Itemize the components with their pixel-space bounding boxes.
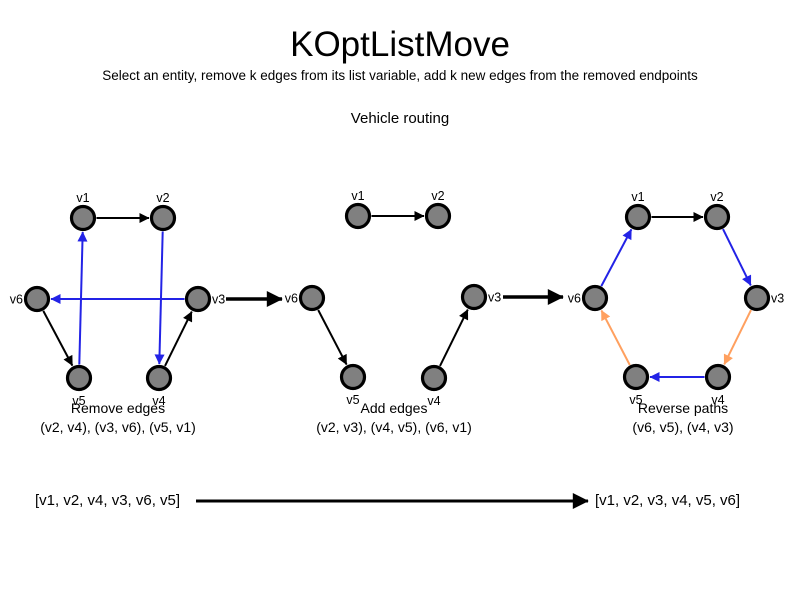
edge-add-edges-v6-v5 xyxy=(317,309,348,366)
list-variable-after: [v1, v2, v3, v4, v5, v6] xyxy=(595,492,741,509)
caption-reverse-paths-detail: (v6, v5), (v4, v3) xyxy=(632,419,734,435)
node-reverse-paths-v6 xyxy=(581,284,609,312)
node-add-edges-v3 xyxy=(460,283,488,311)
node-reverse-paths-v5 xyxy=(622,363,650,391)
node-reverse-paths-v4 xyxy=(704,363,732,391)
node-add-edges-v4 xyxy=(420,364,448,392)
node-label-add-edges-v3: v3 xyxy=(488,291,501,305)
edge-remove-edges-v5-v1 xyxy=(77,231,88,365)
edge-reverse-paths-v6-v1 xyxy=(600,228,633,287)
edge-add-edges-v4-v3 xyxy=(439,309,469,367)
node-label-add-edges-v6: v6 xyxy=(285,292,298,306)
node-label-remove-edges-v6: v6 xyxy=(10,293,23,307)
node-remove-edges-v2 xyxy=(149,204,177,232)
caption-add-edges: Add edges (v2, v3), (v4, v5), (v6, v1) xyxy=(316,399,472,437)
node-label-reverse-paths-v3: v3 xyxy=(771,292,784,306)
node-add-edges-v6 xyxy=(298,284,326,312)
node-label-remove-edges-v3: v3 xyxy=(212,293,225,307)
node-remove-edges-v5 xyxy=(65,364,93,392)
panel-reverse-paths: v1 v2 v6 v3 v5 v4 xyxy=(568,190,784,407)
caption-remove-edges: Remove edges (v2, v4), (v3, v6), (v5, v1… xyxy=(40,399,196,437)
edge-remove-edges-v2-v4 xyxy=(154,231,165,365)
list-variable-before: [v1, v2, v4, v3, v6, v5] xyxy=(35,492,181,509)
node-label-add-edges-v4: v4 xyxy=(427,394,440,408)
node-remove-edges-v6 xyxy=(23,285,51,313)
node-label-reverse-paths-v6: v6 xyxy=(568,292,581,306)
node-label-add-edges-v2: v2 xyxy=(431,189,444,203)
edge-remove-edges-v6-v5 xyxy=(42,310,74,367)
caption-reverse-paths: Reverse paths (v6, v5), (v4, v3) xyxy=(632,399,733,437)
caption-reverse-paths-title: Reverse paths xyxy=(637,400,729,416)
panel-add-edges: v1 v2 v6 v3 v5 v4 xyxy=(285,189,501,408)
node-add-edges-v1 xyxy=(344,202,372,230)
node-remove-edges-v3 xyxy=(184,285,212,313)
node-reverse-paths-v2 xyxy=(703,203,731,231)
node-label-remove-edges-v1: v1 xyxy=(76,191,89,205)
page-title: KOptListMove xyxy=(290,25,510,64)
caption-remove-edges-title: Remove edges xyxy=(70,400,166,416)
node-reverse-paths-v1 xyxy=(624,203,652,231)
node-label-remove-edges-v5: v5 xyxy=(72,394,85,408)
node-label-reverse-paths-v2: v2 xyxy=(710,190,723,204)
node-reverse-paths-v3 xyxy=(743,284,771,312)
node-label-reverse-paths-v5: v5 xyxy=(629,393,642,407)
edge-reverse-paths-v2-v3 xyxy=(722,228,752,286)
page-subtitle: Select an entity, remove k edges from it… xyxy=(102,68,698,83)
node-add-edges-v2 xyxy=(424,202,452,230)
panel-remove-edges: v1 v2 v6 v3 v5 v4 xyxy=(10,191,225,408)
edge-reverse-paths-v3-v4 xyxy=(723,309,752,365)
node-label-reverse-paths-v4: v4 xyxy=(711,393,724,407)
caption-add-edges-title: Add edges xyxy=(360,400,428,416)
node-label-add-edges-v1: v1 xyxy=(351,189,364,203)
edge-remove-edges-v4-v3 xyxy=(164,311,193,367)
caption-add-edges-detail: (v2, v3), (v4, v5), (v6, v1) xyxy=(316,419,472,435)
node-label-add-edges-v5: v5 xyxy=(346,393,359,407)
node-remove-edges-v1 xyxy=(69,204,97,232)
use-case-label: Vehicle routing xyxy=(350,110,450,127)
node-add-edges-v5 xyxy=(339,363,367,391)
node-label-remove-edges-v4: v4 xyxy=(152,394,165,408)
caption-remove-edges-detail: (v2, v4), (v3, v6), (v5, v1) xyxy=(40,419,196,435)
node-label-remove-edges-v2: v2 xyxy=(156,191,169,205)
node-remove-edges-v4 xyxy=(145,364,173,392)
node-label-reverse-paths-v1: v1 xyxy=(631,190,644,204)
edge-reverse-paths-v5-v6 xyxy=(600,309,631,366)
